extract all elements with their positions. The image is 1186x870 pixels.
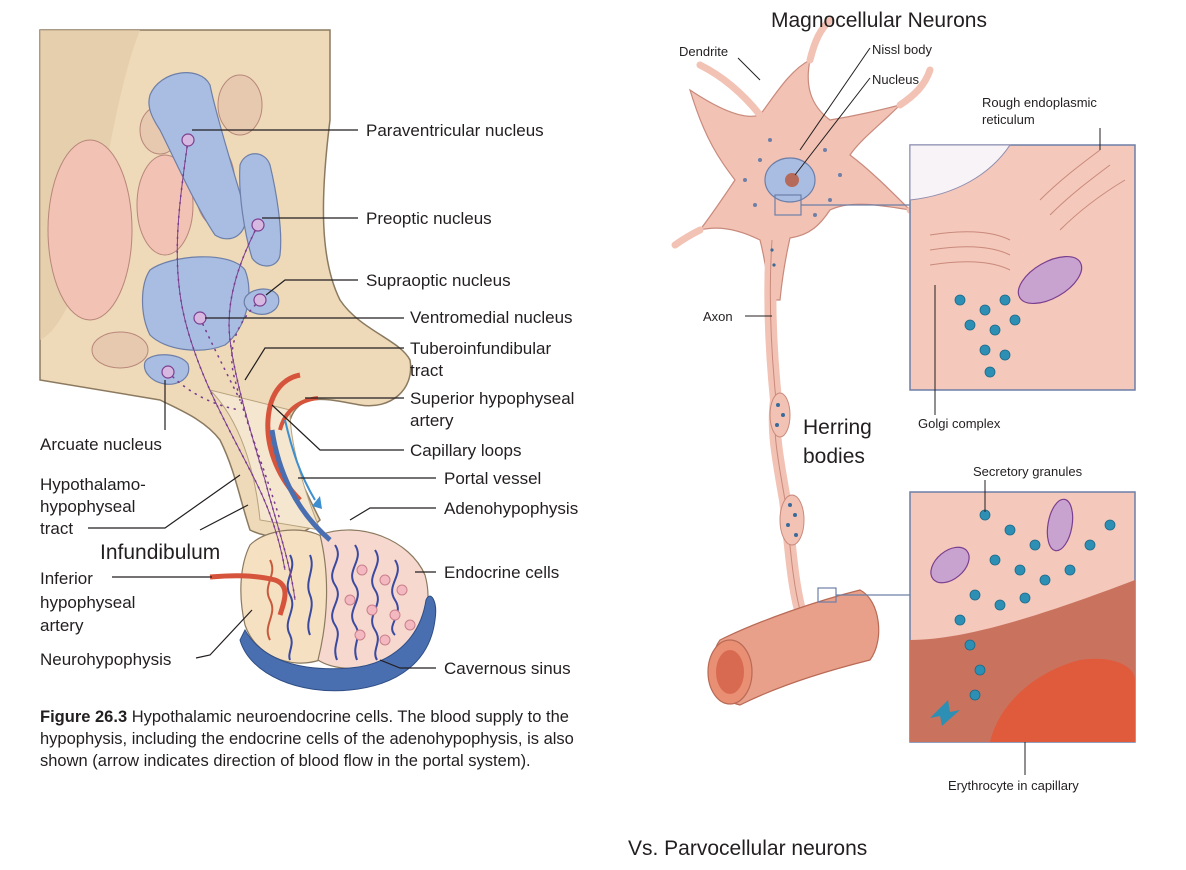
label-cavernous-sinus: Cavernous sinus <box>444 659 571 678</box>
label-infundibulum: Infundibulum <box>100 541 221 564</box>
neuron-bodies <box>161 133 267 379</box>
label-endocrine-cells: Endocrine cells <box>444 563 560 582</box>
label-paraventricular: Paraventricular nucleus <box>366 121 544 140</box>
ventromedial-nucleus-shape <box>141 256 250 351</box>
label-hypothalamo-2: hypophyseal <box>40 497 136 516</box>
figure-caption: Figure 26.3 Hypothalamic neuroendocrine … <box>40 706 610 772</box>
label-herring-2: bodies <box>803 445 865 468</box>
label-adenohypophysis: Adenohypophysis <box>444 499 579 518</box>
label-ventromedial: Ventromedial nucleus <box>410 308 573 327</box>
inset-terminal <box>909 491 1136 743</box>
herring-body <box>769 392 791 438</box>
tract-lines <box>176 139 296 601</box>
cavernous-sinus-shape <box>239 595 437 692</box>
label-portal-vessel: Portal vessel <box>444 469 542 488</box>
inferior-hypophyseal-artery <box>209 573 288 616</box>
herring-body <box>779 494 805 546</box>
hypothalamus-figure <box>39 29 437 692</box>
nucleolus <box>785 173 799 187</box>
label-capillary-loops: Capillary loops <box>410 441 522 460</box>
caption-text: Hypothalamic neuroendocrine cells. The b… <box>40 708 574 770</box>
label-nissl-body: Nissl body <box>872 42 932 57</box>
label-hypothalamo-3: tract <box>40 519 74 538</box>
label-inferior-2: hypophyseal <box>40 593 136 612</box>
label-herring-1: Herring <box>803 416 872 439</box>
label-neurohypophysis: Neurohypophysis <box>40 650 172 669</box>
label-preoptic: Preoptic nucleus <box>366 209 492 228</box>
label-secretory-granules: Secretory granules <box>973 464 1083 479</box>
portal-vessel-shape <box>269 429 332 542</box>
flow-arrow <box>930 700 960 726</box>
label-inferior-1: Inferior <box>40 569 93 588</box>
label-nucleus: Nucleus <box>872 72 919 87</box>
label-superior-hypophyseal-1: Superior hypophyseal <box>410 389 575 408</box>
label-hypothalamo-1: Hypothalamo- <box>40 475 146 494</box>
superior-hypophyseal-artery-branch <box>278 396 319 431</box>
title-magnocellular: Magnocellular Neurons <box>771 9 987 32</box>
label-inferior-3: artery <box>40 616 84 635</box>
capillary-lumen <box>716 650 744 694</box>
capillary-network <box>266 544 399 661</box>
label-tuberoinfundibular-1: Tuberoinfundibular <box>410 339 552 358</box>
footer-parvocellular: Vs. Parvocellular neurons <box>628 837 868 860</box>
label-tuberoinfundibular-2: tract <box>410 361 444 380</box>
label-dendrite: Dendrite <box>679 44 729 59</box>
paraventricular-nucleus-shape <box>148 72 247 240</box>
pink-gyrus <box>91 331 149 369</box>
preoptic-nucleus-shape <box>239 153 282 267</box>
label-axon: Axon <box>703 309 733 324</box>
pink-gyrus <box>136 154 194 256</box>
figure-number: Figure 26.3 <box>40 708 128 726</box>
nissl-bodies <box>743 138 842 217</box>
pink-gyrus <box>217 74 263 136</box>
label-supraoptic: Supraoptic nucleus <box>366 271 511 290</box>
herring-granules <box>770 248 798 537</box>
label-rough-er-1: Rough endoplasmic <box>982 95 1097 110</box>
blood-flow-arrowhead <box>312 496 322 509</box>
leader-lines-right <box>737 47 1101 775</box>
endocrine-cells <box>344 564 416 646</box>
label-arcuate: Arcuate nucleus <box>40 435 162 454</box>
axon-outline <box>769 239 801 611</box>
label-superior-hypophyseal-2: artery <box>410 411 454 430</box>
blood-flow-arrow <box>284 419 316 501</box>
neuron-figure <box>671 16 1136 775</box>
pink-gyrus <box>47 139 133 321</box>
inset-cytoplasm <box>909 144 1136 391</box>
leader-lines <box>88 129 436 669</box>
label-erythrocyte: Erythrocyte in capillary <box>948 778 1079 793</box>
label-golgi: Golgi complex <box>918 416 1001 431</box>
label-rough-er-2: reticulum <box>982 112 1035 127</box>
